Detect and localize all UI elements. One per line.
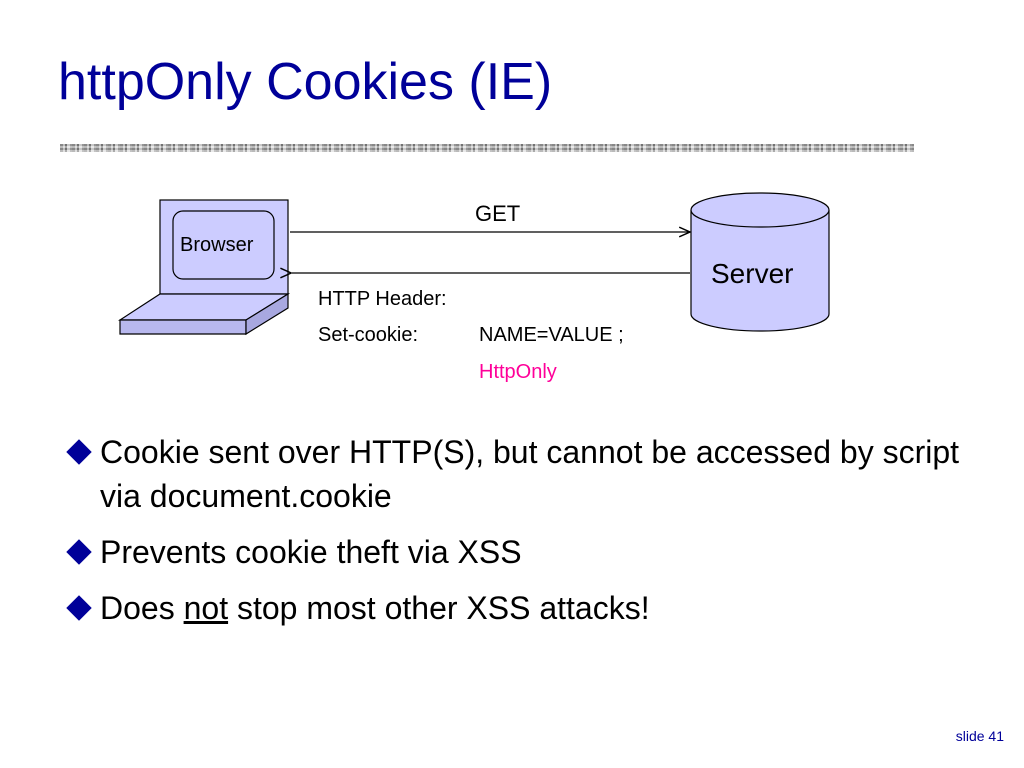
diamond-bullet-icon (66, 539, 92, 565)
http-header-label: HTTP Header: (318, 288, 447, 310)
set-cookie-label: Set-cookie: (318, 324, 419, 346)
bullet-text-post: stop most other XSS attacks! (228, 590, 650, 626)
request-label: GET (475, 201, 521, 226)
slide-number: slide 41 (955, 728, 1004, 744)
diamond-bullet-icon (66, 595, 92, 621)
bullet-text: Cookie sent over HTTP(S), but cannot be … (100, 434, 960, 514)
bullet-text: Prevents cookie theft via XSS (100, 534, 522, 570)
server-cylinder-icon (690, 192, 830, 332)
bullet-item: Cookie sent over HTTP(S), but cannot be … (66, 430, 966, 518)
httponly-flag: HttpOnly (479, 361, 557, 383)
laptop-icon (117, 199, 291, 336)
cookie-value: NAME=VALUE ; (479, 324, 624, 346)
server-label: Server (711, 258, 794, 289)
bullet-item: Prevents cookie theft via XSS (66, 530, 966, 574)
bullet-text-pre: Does (100, 590, 184, 626)
bullet-list: Cookie sent over HTTP(S), but cannot be … (66, 430, 966, 642)
slide-title: httpOnly Cookies (IE) (58, 53, 553, 111)
diagram (117, 192, 830, 336)
bullet-item: Does not stop most other XSS attacks! (66, 586, 966, 630)
title-divider (60, 144, 914, 152)
bullet-emphasis: not (183, 590, 229, 626)
browser-label: Browser (180, 234, 254, 256)
diamond-bullet-icon (66, 439, 92, 465)
